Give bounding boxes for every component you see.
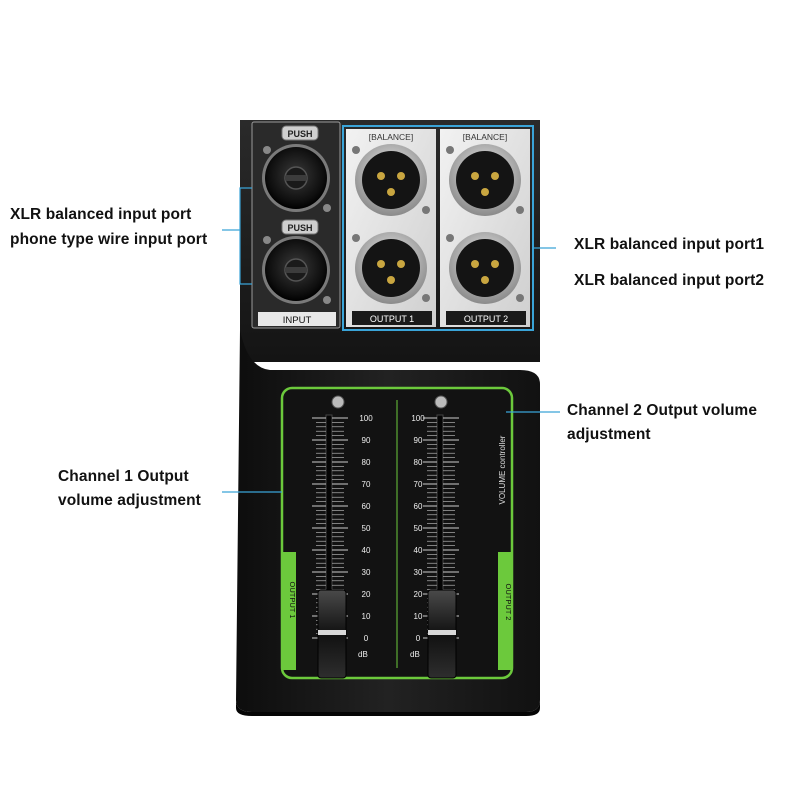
callout-channel1-label: Channel 1 Output volume adjustment bbox=[58, 466, 201, 512]
output1-label-strip bbox=[352, 311, 432, 325]
callout-channel2-line2: adjustment bbox=[567, 426, 651, 443]
output2-balance-label: [BALANCE] bbox=[463, 132, 507, 142]
push-label-1: PUSH bbox=[287, 129, 312, 139]
callout-input-line2: phone type wire input port bbox=[10, 231, 208, 248]
output1-balance-label: [BALANCE] bbox=[369, 132, 413, 142]
fader1-scale-label: 30 bbox=[362, 568, 371, 577]
callout-output-line2: XLR balanced input port2 bbox=[574, 272, 765, 289]
callout-output-line1: XLR balanced input port1 bbox=[574, 236, 765, 253]
output1-label: OUTPUT 1 bbox=[370, 314, 414, 324]
input-label: INPUT bbox=[283, 315, 312, 326]
fader1-scale-label: 20 bbox=[362, 590, 371, 599]
callout-input-line1: XLR balanced input port bbox=[10, 206, 192, 223]
fader1-scale-label: 60 bbox=[362, 502, 371, 511]
fader1-scale-label: 40 bbox=[362, 546, 371, 555]
fader2-scale-label: 90 bbox=[414, 436, 423, 445]
fader2-scale-label: 10 bbox=[414, 612, 423, 621]
fader1-scale-label: 100 bbox=[359, 414, 373, 423]
fader1-scale-label: 70 bbox=[362, 480, 371, 489]
callout-channel1-line1: Channel 1 Output bbox=[58, 468, 189, 485]
fader1-scale-label: 80 bbox=[362, 458, 371, 467]
push-label-2: PUSH bbox=[287, 223, 312, 233]
output2-label-strip bbox=[446, 311, 526, 325]
fader2-scale-label: 60 bbox=[414, 502, 423, 511]
callout-input-label: XLR balanced input port phone type wire … bbox=[10, 204, 207, 251]
fader2-scale-label: 80 bbox=[414, 458, 423, 467]
xlr-output1-top[interactable] bbox=[352, 144, 430, 216]
output2-label: OUTPUT 2 bbox=[464, 314, 508, 324]
fader2-scale-label: 40 bbox=[414, 546, 423, 555]
fader2-scale-label: 70 bbox=[414, 480, 423, 489]
output-panel-outline bbox=[342, 125, 534, 331]
xlr-output1-bottom[interactable] bbox=[352, 232, 430, 304]
screw-fader1 bbox=[331, 395, 345, 409]
fader2-scale-label: 100 bbox=[411, 414, 425, 423]
volume-controller-label: VOLUME controller bbox=[498, 435, 507, 504]
callout-channel2-label: Channel 2 Output volume adjustment bbox=[567, 400, 757, 446]
fader1-scale-label: 10 bbox=[362, 612, 371, 621]
fader1-scale-label: 0 bbox=[364, 634, 369, 643]
fader2-side-tab bbox=[498, 552, 512, 670]
fader2-scale-label: 0 bbox=[416, 634, 421, 643]
fader1-scale-label: 90 bbox=[362, 436, 371, 445]
fader1-side-label: OUTPUT 1 bbox=[288, 582, 297, 619]
screw-fader2 bbox=[434, 395, 448, 409]
fader1-scale-label: 50 bbox=[362, 524, 371, 533]
fader1-knob[interactable] bbox=[317, 589, 347, 679]
fader2-scale-label: 20 bbox=[414, 590, 423, 599]
fader2-knob[interactable] bbox=[427, 589, 457, 679]
callout-channel2-line1: Channel 2 Output volume bbox=[567, 402, 758, 419]
fader1-unit: dB bbox=[358, 650, 368, 659]
input-label-strip bbox=[258, 312, 336, 326]
combo-jack-2[interactable]: PUSH bbox=[262, 219, 331, 304]
fader2-unit: dB bbox=[410, 650, 420, 659]
fader2-scale-label: 50 bbox=[414, 524, 423, 533]
fader2-side-label: OUTPUT 2 bbox=[504, 584, 513, 621]
callout-input-bracket bbox=[222, 187, 252, 285]
device-lower-edge bbox=[236, 700, 540, 716]
fader1-side-tab bbox=[282, 552, 296, 670]
fader2-scale-label: 30 bbox=[414, 568, 423, 577]
xlr-output2-bottom[interactable] bbox=[446, 232, 524, 304]
combo-jack-1[interactable]: PUSH bbox=[262, 125, 331, 212]
callout-output-label: XLR balanced input port1 XLR balanced in… bbox=[574, 234, 764, 292]
xlr-output2-top[interactable] bbox=[446, 144, 524, 216]
callout-channel1-line2: volume adjustment bbox=[58, 492, 201, 509]
